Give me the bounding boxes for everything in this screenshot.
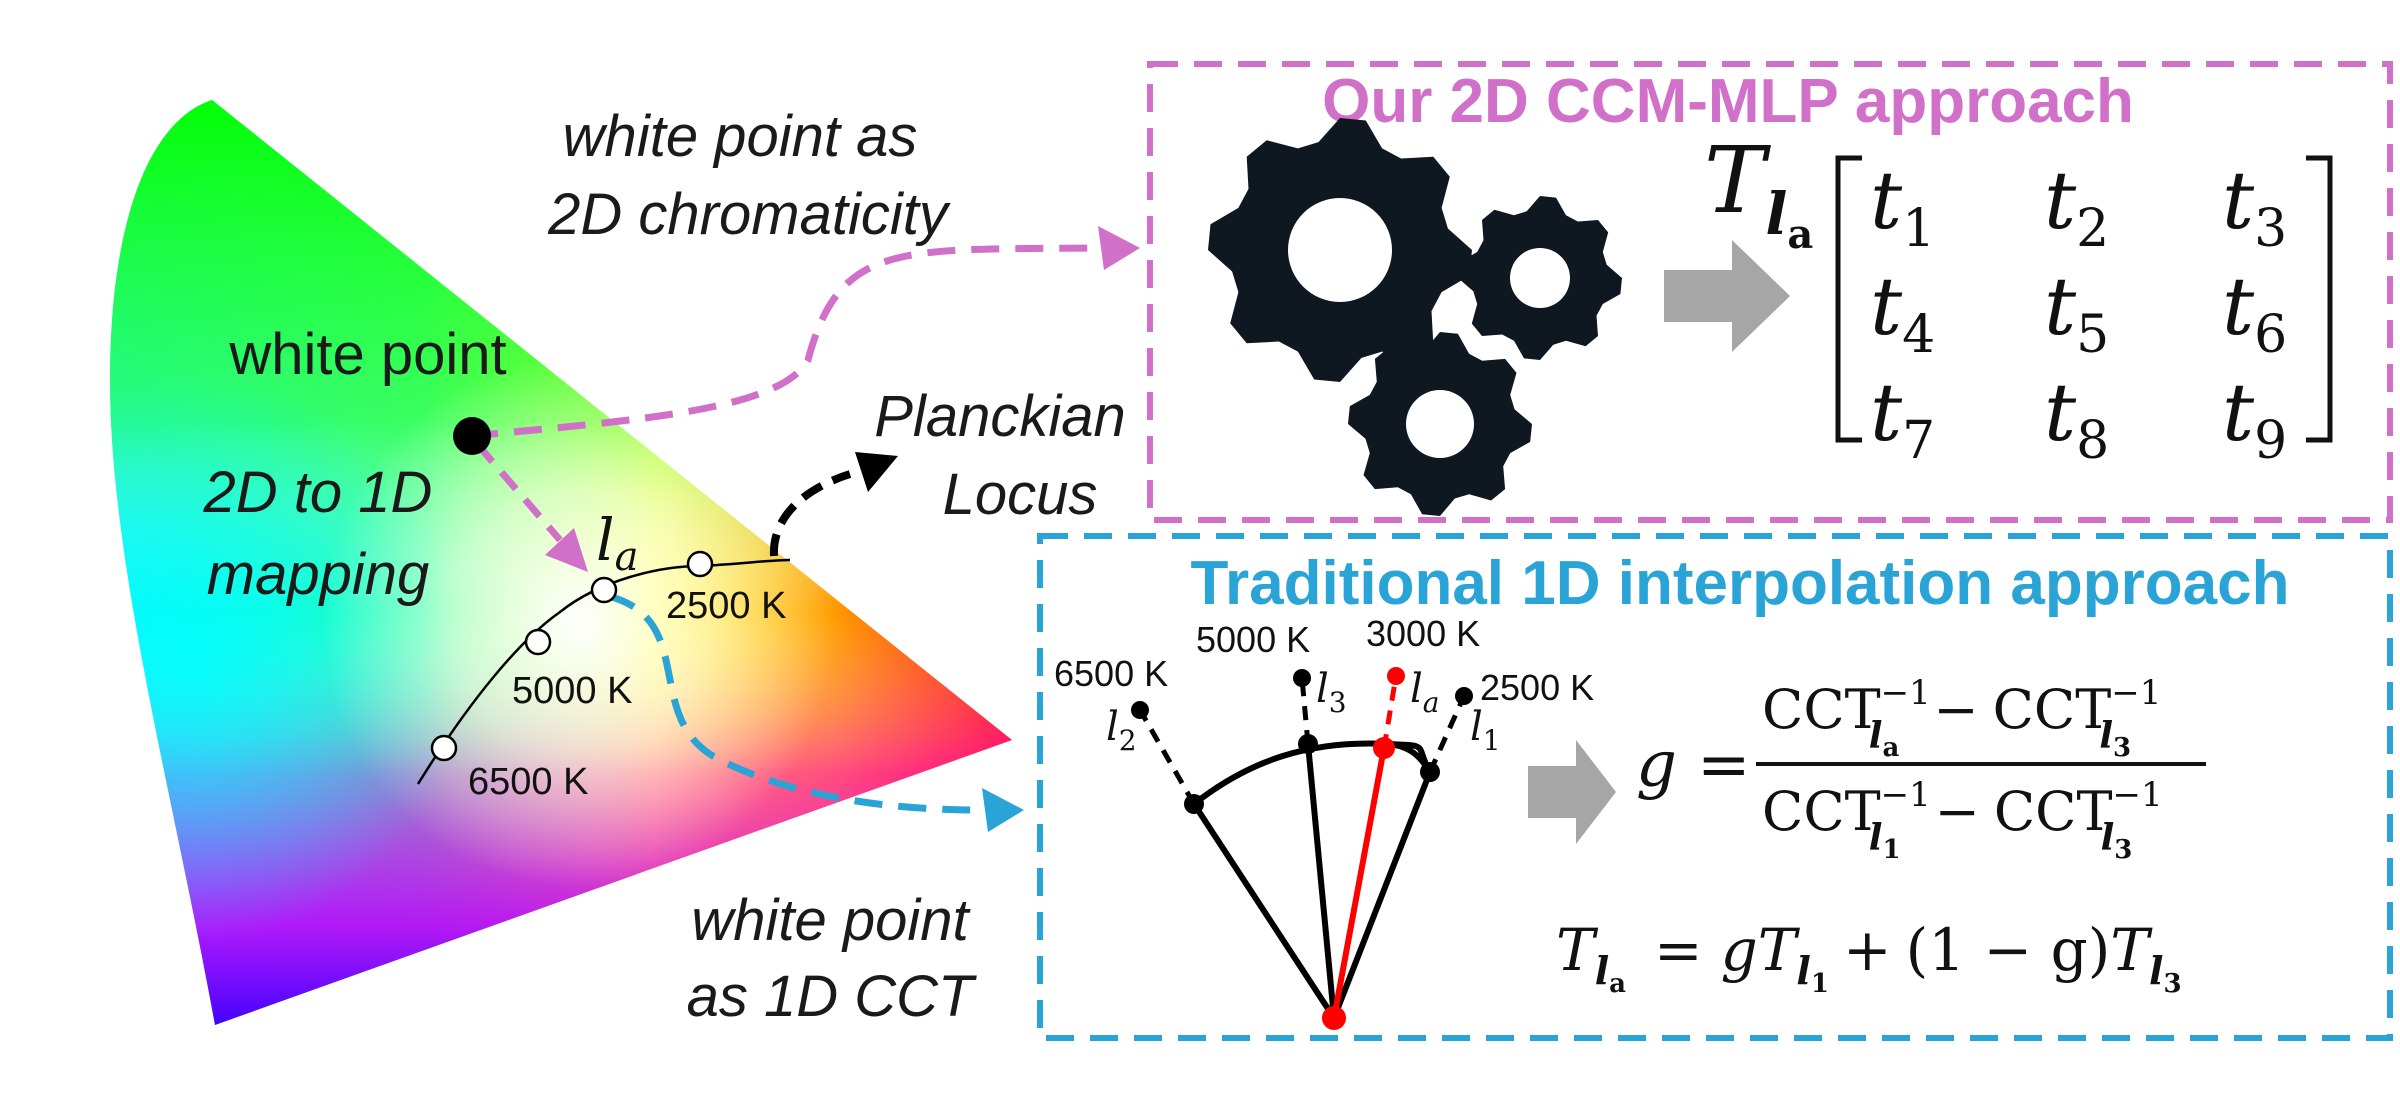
interpolation-fan bbox=[1131, 667, 1473, 1030]
label-planckian-line1: Planckian bbox=[874, 384, 1125, 449]
mlp-title: Our 2D CCM-MLP approach bbox=[1322, 67, 2134, 136]
label-mapping-line1: 2D to 1D bbox=[203, 460, 433, 525]
med-gear-shape bbox=[1458, 196, 1622, 360]
dash-la bbox=[1381, 675, 1399, 749]
label-wp-1d-line1: white point bbox=[691, 888, 971, 953]
fan-l3: l3 bbox=[1316, 666, 1347, 719]
locus-point-6500 bbox=[430, 734, 458, 762]
fan-dot-la bbox=[1373, 737, 1395, 759]
matrix-cell: t3 bbox=[2222, 154, 2287, 259]
matrix-T-label: Tla bbox=[1704, 127, 1813, 258]
white-point-dot bbox=[453, 417, 491, 455]
fan-top-l3 bbox=[1293, 669, 1311, 687]
fan-arc bbox=[1192, 740, 1433, 807]
fan-line-la bbox=[1331, 747, 1387, 1019]
fan-label-6500: 6500 K bbox=[1054, 653, 1168, 694]
fan-dot-l2 bbox=[1184, 794, 1204, 814]
label-planckian-line2: Locus bbox=[943, 462, 1098, 527]
fan-l1: l1 bbox=[1470, 704, 1501, 757]
pink-arrow-to-la bbox=[475, 442, 563, 543]
black-arrowhead bbox=[855, 452, 898, 492]
mlp-box bbox=[1147, 61, 2393, 523]
locus-point-5000 bbox=[524, 628, 552, 656]
matrix-left-bracket bbox=[1835, 155, 1862, 443]
formula-T: Tla=gTl1+(1 − g)Tl3 bbox=[1556, 916, 2182, 999]
label-la: la bbox=[596, 506, 638, 580]
fan-top-la bbox=[1387, 667, 1405, 685]
interp-title: Traditional 1D interpolation approach bbox=[1191, 549, 2290, 618]
fan-top-l1 bbox=[1455, 687, 1473, 705]
matrix-cell: t5 bbox=[2044, 260, 2109, 365]
black-arrow-to-planckian bbox=[769, 470, 852, 557]
label-5000k: 5000 K bbox=[512, 670, 632, 712]
matrix-cell: t9 bbox=[2222, 366, 2287, 471]
fan-origin bbox=[1322, 1006, 1346, 1030]
formula-g-lhs: g= bbox=[1636, 728, 1751, 802]
matrix-cell: t6 bbox=[2222, 260, 2287, 365]
interp-box bbox=[1037, 533, 2393, 1041]
pink-arrow-to-mlp bbox=[469, 244, 1101, 440]
fan-dot-l3 bbox=[1298, 734, 1318, 754]
locus-point-2500 bbox=[686, 550, 714, 578]
label-wp-2d-line1: white point as bbox=[563, 104, 918, 169]
matrix-cell: t1 bbox=[1870, 154, 1935, 259]
big-gear-shape bbox=[1208, 118, 1472, 382]
fan-la: la bbox=[1410, 666, 1440, 719]
fan-label-3000: 3000 K bbox=[1366, 613, 1480, 654]
gray-arrow-top bbox=[1664, 240, 1790, 352]
dash-l3 bbox=[1299, 677, 1311, 745]
pink-arrowhead bbox=[1098, 226, 1140, 270]
dash-l2 bbox=[1137, 708, 1197, 806]
fan-line-l1 bbox=[1331, 770, 1433, 1020]
matrix-cell: t4 bbox=[1870, 260, 1935, 365]
fan-line-l2 bbox=[1191, 802, 1337, 1020]
fan-l2: l2 bbox=[1106, 704, 1137, 757]
label-mapping-line2: mapping bbox=[207, 542, 429, 607]
locus-point-la bbox=[590, 576, 618, 604]
fan-label-5000: 5000 K bbox=[1196, 619, 1310, 660]
pink-arrowhead-la bbox=[545, 528, 588, 572]
label-wp-1d-line2: as 1D CCT bbox=[687, 964, 977, 1029]
blue-arrow-to-interp bbox=[607, 592, 981, 814]
fan-top-l2 bbox=[1131, 701, 1149, 719]
blue-arrowhead bbox=[982, 788, 1024, 832]
dash-l1 bbox=[1427, 694, 1467, 774]
label-white-point: white point bbox=[228, 322, 506, 387]
matrix-cell: t2 bbox=[2044, 154, 2109, 259]
gray-arrow-bottom bbox=[1528, 740, 1616, 844]
matrix-cell: t8 bbox=[2044, 366, 2109, 471]
gears-icon bbox=[1208, 118, 1622, 516]
label-2500k: 2500 K bbox=[666, 585, 786, 627]
fan-dot-l1 bbox=[1420, 762, 1440, 782]
label-wp-2d-line2: 2D chromaticity bbox=[547, 182, 951, 247]
fan-label-2500: 2500 K bbox=[1480, 667, 1594, 708]
label-6500k: 6500 K bbox=[468, 761, 588, 803]
matrix-right-bracket bbox=[2306, 155, 2333, 443]
matrix-cells: t1 t2 t3 t4 t5 t6 t7 t8 t9 bbox=[1870, 154, 2287, 471]
matrix-cell: t7 bbox=[1870, 366, 1935, 471]
sml-gear-shape bbox=[1348, 332, 1532, 516]
fan-line-l3 bbox=[1305, 743, 1337, 1019]
